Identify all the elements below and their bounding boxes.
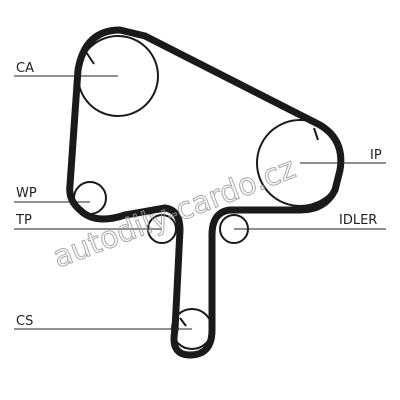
cs-pulley-mark (179, 317, 187, 327)
wp-label: WP (16, 186, 37, 201)
ip-label: IP (370, 148, 382, 163)
ip-pulley-mark (313, 127, 319, 141)
wp-pulley (73, 181, 107, 215)
ca-pulley-mark (85, 51, 95, 65)
idler-label: IDLER (339, 213, 377, 228)
ca-label: CA (16, 61, 34, 76)
tp-label: TP (15, 213, 32, 228)
cs-label: CS (16, 314, 33, 329)
